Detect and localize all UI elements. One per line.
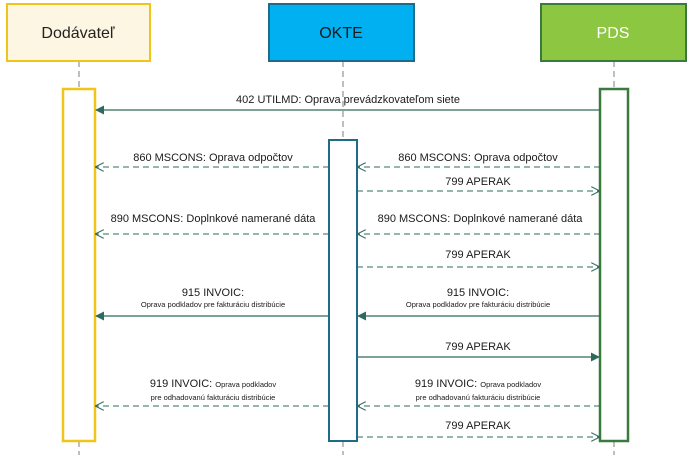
message-799-4-label: 799 APERAK — [445, 420, 511, 432]
message-915-left-title: 915 INVOIC: — [182, 287, 244, 299]
message-860-right-label: 860 MSCONS: Oprava odpočtov — [398, 152, 558, 164]
message-919-right-inline: Oprava podkladov — [480, 380, 541, 389]
pds-label: PDS — [597, 25, 630, 42]
supplier-label: Dodávateľ — [41, 25, 114, 42]
message-919-right-subtitle: pre odhadovanú fakturáciu distribúcie — [416, 393, 541, 402]
message-799-3-label: 799 APERAK — [445, 341, 511, 353]
message-860-left-label: 860 MSCONS: Oprava odpočtov — [133, 152, 293, 164]
okte-label: OKTE — [319, 25, 363, 42]
okte-activation-bar — [328, 139, 358, 442]
message-799-2-label: 799 APERAK — [445, 249, 511, 261]
pds-activation-bar — [598, 87, 630, 443]
message-919-right-title-line: 919 INVOIC:Oprava podkladov — [415, 378, 541, 390]
supplier-activation-bar — [61, 87, 97, 443]
message-890-left-label: 890 MSCONS: Doplnkové namerané dáta — [111, 213, 317, 225]
message-919-left-subtitle: pre odhadovanú fakturáciu distribúcie — [151, 393, 276, 402]
message-915-left-subtitle: Oprava podkladov pre fakturáciu distribú… — [141, 300, 285, 309]
message-915-right-subtitle: Oprava podkladov pre fakturáciu distribú… — [406, 300, 550, 309]
message-919-left-title-line: 919 INVOIC:Oprava podkladov — [150, 378, 276, 390]
okte-header: OKTE — [268, 3, 415, 62]
message-799-1-label: 799 APERAK — [445, 176, 511, 188]
pds-header: PDS — [540, 3, 687, 62]
message-890-right-label: 890 MSCONS: Doplnkové namerané dáta — [378, 213, 584, 225]
supplier-header: Dodávateľ — [6, 3, 151, 62]
message-919-left-inline: Oprava podkladov — [215, 380, 276, 389]
message-402-label: 402 UTILMD: Oprava prevádzkovateľom siet… — [236, 94, 460, 106]
message-915-right-title: 915 INVOIC: — [447, 287, 509, 299]
message-919-right-title: 919 INVOIC: — [415, 378, 477, 390]
message-919-left-title: 919 INVOIC: — [150, 378, 212, 390]
